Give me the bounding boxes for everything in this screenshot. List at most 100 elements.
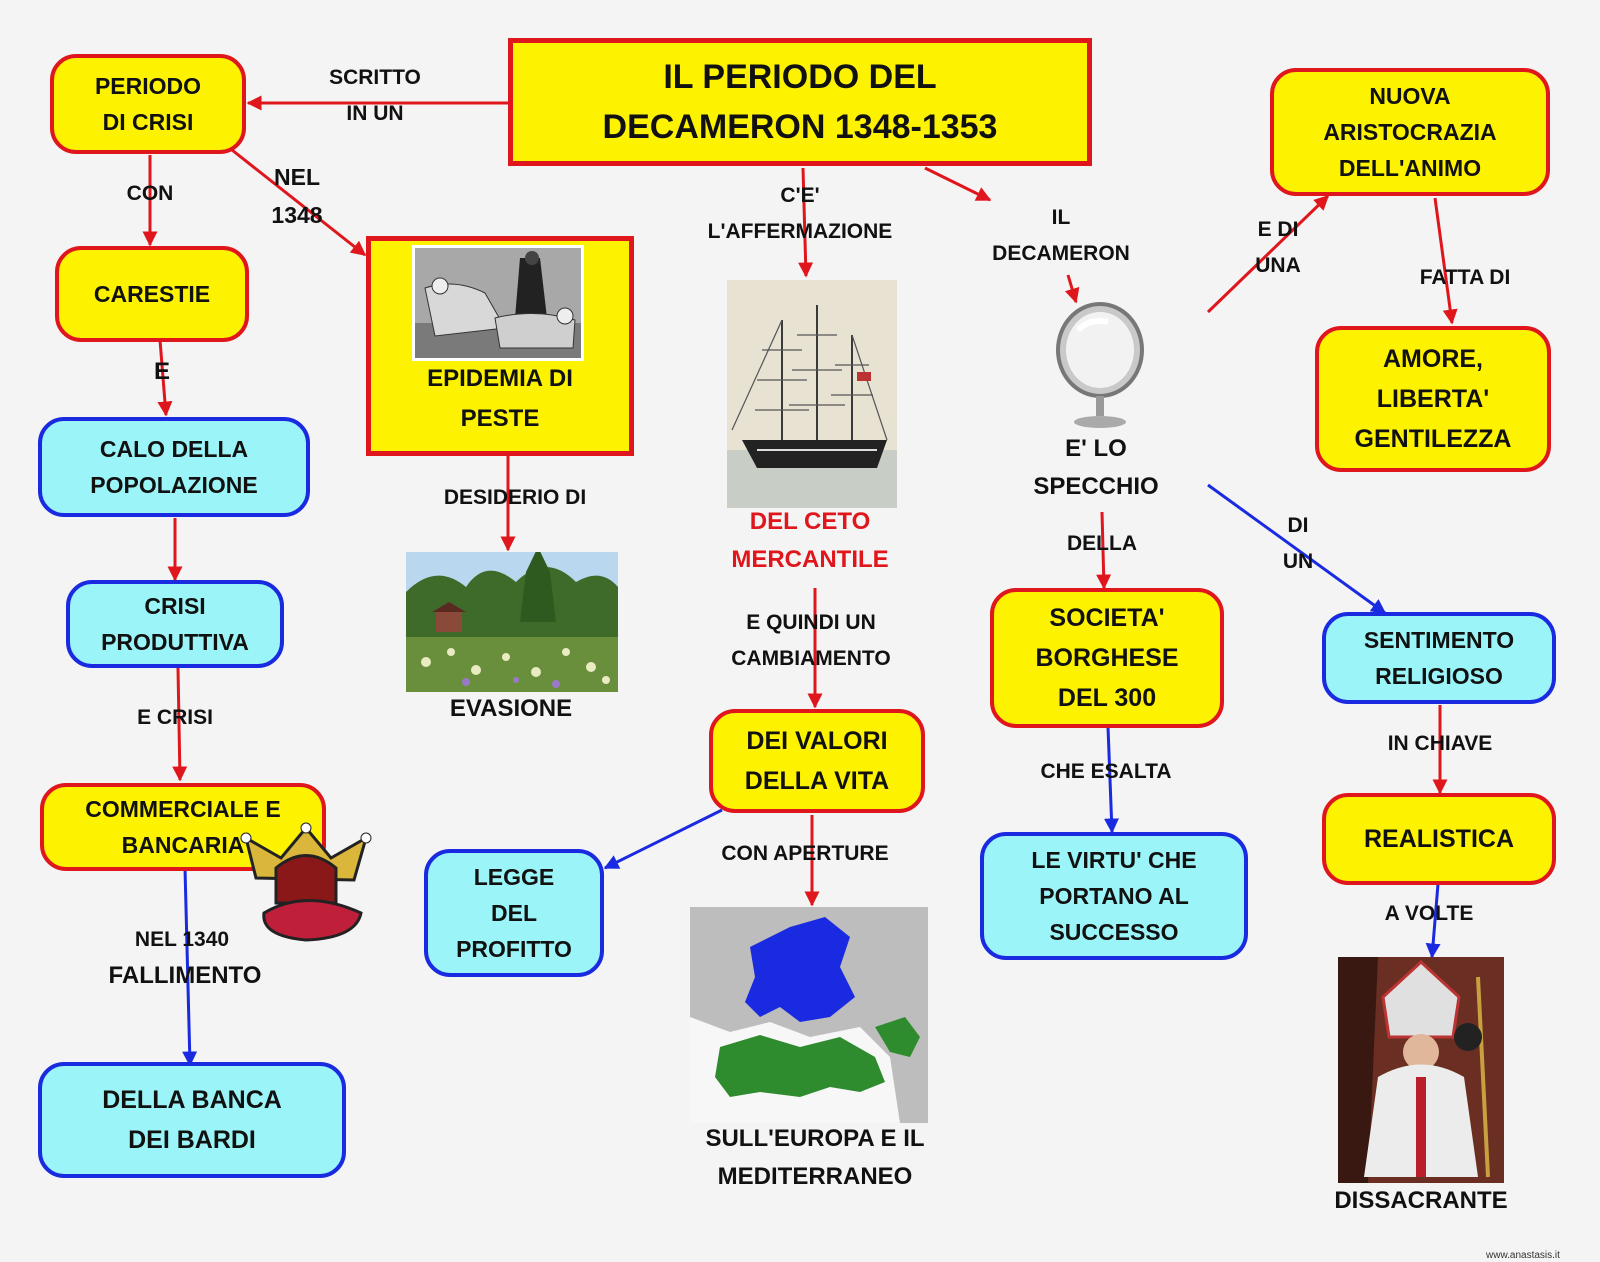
label-text: IL [1051,206,1071,229]
node-text: DEI BARDI [128,1126,256,1154]
label-evasione: EVASIONE [436,690,586,728]
label-text: FALLIMENTO [108,962,262,989]
label-della: DELLA [1058,526,1146,562]
node-text: COMMERCIALE E [85,796,281,822]
node-nuova-aristocrazia: NUOVA ARISTOCRAZIA DELL'ANIMO [1270,68,1550,196]
node-crisi-produttiva: CRISI PRODUTTIVA [66,580,284,668]
label-scritto-in-un: SCRITTO IN UN [320,60,430,132]
label-text: E' LO [1065,435,1127,462]
arrow-realistica-to-pope [1425,883,1441,959]
label-text: IN CHIAVE [1387,732,1493,755]
label-text: MEDITERRANEO [717,1163,913,1190]
node-periodo-crisi: PERIODO DI CRISI [50,54,246,154]
arrow-crisi-to-commerciale [172,667,188,782]
node-text: REALISTICA [1364,825,1514,853]
label-il-decameron: IL DECAMERON [986,200,1136,272]
label-con: CON [110,176,190,212]
node-text: DEL 300 [1057,684,1157,712]
label-a-volte: A VOLTE [1364,896,1494,932]
node-text: CRISI [144,593,206,619]
node-text: EPIDEMIA DI [427,365,573,392]
node-text: DELL'ANIMO [1338,155,1482,181]
label-fallimento: FALLIMENTO [100,957,270,995]
arrow-title-to-mirror [924,166,992,202]
node-text: LEGGE [473,864,555,890]
label-affermazione: C'E' L'AFFERMAZIONE [700,178,900,250]
label-text: L'AFFERMAZIONE [707,220,893,243]
label-text: CON APERTURE [721,842,889,865]
plague-illustration [412,245,584,361]
label-in-chiave: IN CHIAVE [1360,726,1520,762]
label-text: MERCANTILE [731,546,889,573]
label-text: SULL'EUROPA E IL [705,1125,925,1152]
label-text: DISSACRANTE [1334,1187,1508,1214]
arrow-specchio-to-societa [1096,511,1112,590]
label-text: NEL 1340 [134,928,230,951]
label-desiderio-di: DESIDERIO DI [418,480,612,516]
node-text: LE VIRTU' CHE [1031,847,1197,873]
mirror-image [1050,300,1150,430]
label-con-aperture: CON APERTURE [692,836,918,872]
label-text: CHE ESALTA [1040,760,1172,783]
label-nel-1340: NEL 1340 [112,922,252,958]
label-cambiamento: E QUINDI UN CAMBIAMENTO [716,605,906,677]
node-amore-liberta: AMORE, LIBERTA' GENTILEZZA [1315,326,1551,472]
node-commerciale-bancaria: COMMERCIALE E BANCARIA [40,783,326,871]
node-text: DEL [491,900,537,926]
label-fatta-di: FATTA DI [1400,260,1530,296]
arrow-periodo-to-epidemia [231,148,367,257]
node-text: DELLA VITA [744,767,890,795]
node-carestie: CARESTIE [55,246,249,342]
label-text: E CRISI [137,706,213,729]
node-virtu-successo: LE VIRTU' CHE PORTANO AL SUCCESSO [980,832,1248,960]
label-text: A VOLTE [1384,902,1474,925]
node-banca-bardi: DELLA BANCA DEI BARDI [38,1062,346,1178]
label-europa-mediterraneo: SULL'EUROPA E IL MEDITERRANEO [670,1120,960,1196]
node-text: GENTILEZZA [1354,425,1512,453]
label-text: EVASIONE [449,695,573,722]
node-text: POPOLAZIONE [90,472,258,498]
label-text: E DI [1257,218,1299,241]
node-text: BANCARIA [121,832,245,858]
label-text: DI [1287,514,1309,537]
node-text: PESTE [460,405,540,432]
footer-credit: www.anastasis.it [1486,1250,1560,1261]
arrow-title-to-ship [798,167,814,278]
node-text: AMORE, [1383,345,1483,373]
title-box: IL PERIODO DEL DECAMERON 1348-1353 [508,38,1092,166]
node-text: LIBERTA' [1376,385,1490,413]
label-text: DECAMERON [992,242,1130,265]
node-text: PRODUTTIVA [101,629,249,655]
label-text: SCRITTO [329,66,421,89]
label-e: E [145,354,179,390]
node-text: ARISTOCRAZIA [1323,119,1497,145]
label-text: E [153,358,170,385]
node-text: SENTIMENTO [1363,627,1515,653]
label-text: UN [1282,550,1314,573]
label-dissacrante: DISSACRANTE [1328,1182,1514,1220]
node-text: RELIGIOSO [1375,663,1503,689]
label-text: IN UN [346,102,404,125]
label-text: CAMBIAMENTO [731,647,891,670]
arrow-valori-to-legge [603,808,723,870]
node-text: PROFITTO [456,936,572,962]
label-e-di-una: E DI UNA [1238,212,1318,284]
arrow-commerciale-to-banca [182,867,198,1067]
arrow-aristocrazia-to-amore [1433,197,1458,325]
ship-painting [727,280,897,508]
node-text: DELLA BANCA [102,1086,282,1114]
node-text: NUOVA [1369,83,1451,109]
arrow-mirror-to-aristocrazia [1206,194,1330,314]
arrow-carestie-to-calo [157,339,173,417]
node-text: DI CRISI [102,109,194,135]
label-nel-1348: NEL 1348 [262,158,332,234]
node-text: BORGHESE [1035,644,1179,672]
label-e-crisi: E CRISI [110,700,240,736]
label-di-un: DI UN [1268,508,1328,580]
node-text: CALO DELLA [99,436,249,462]
node-valori-vita: DEI VALORI DELLA VITA [709,709,925,813]
label-text: UNA [1255,254,1301,277]
label-specchio: E' LO SPECCHIO [1025,430,1167,506]
arrow-specchio-to-sentimento [1207,483,1387,615]
